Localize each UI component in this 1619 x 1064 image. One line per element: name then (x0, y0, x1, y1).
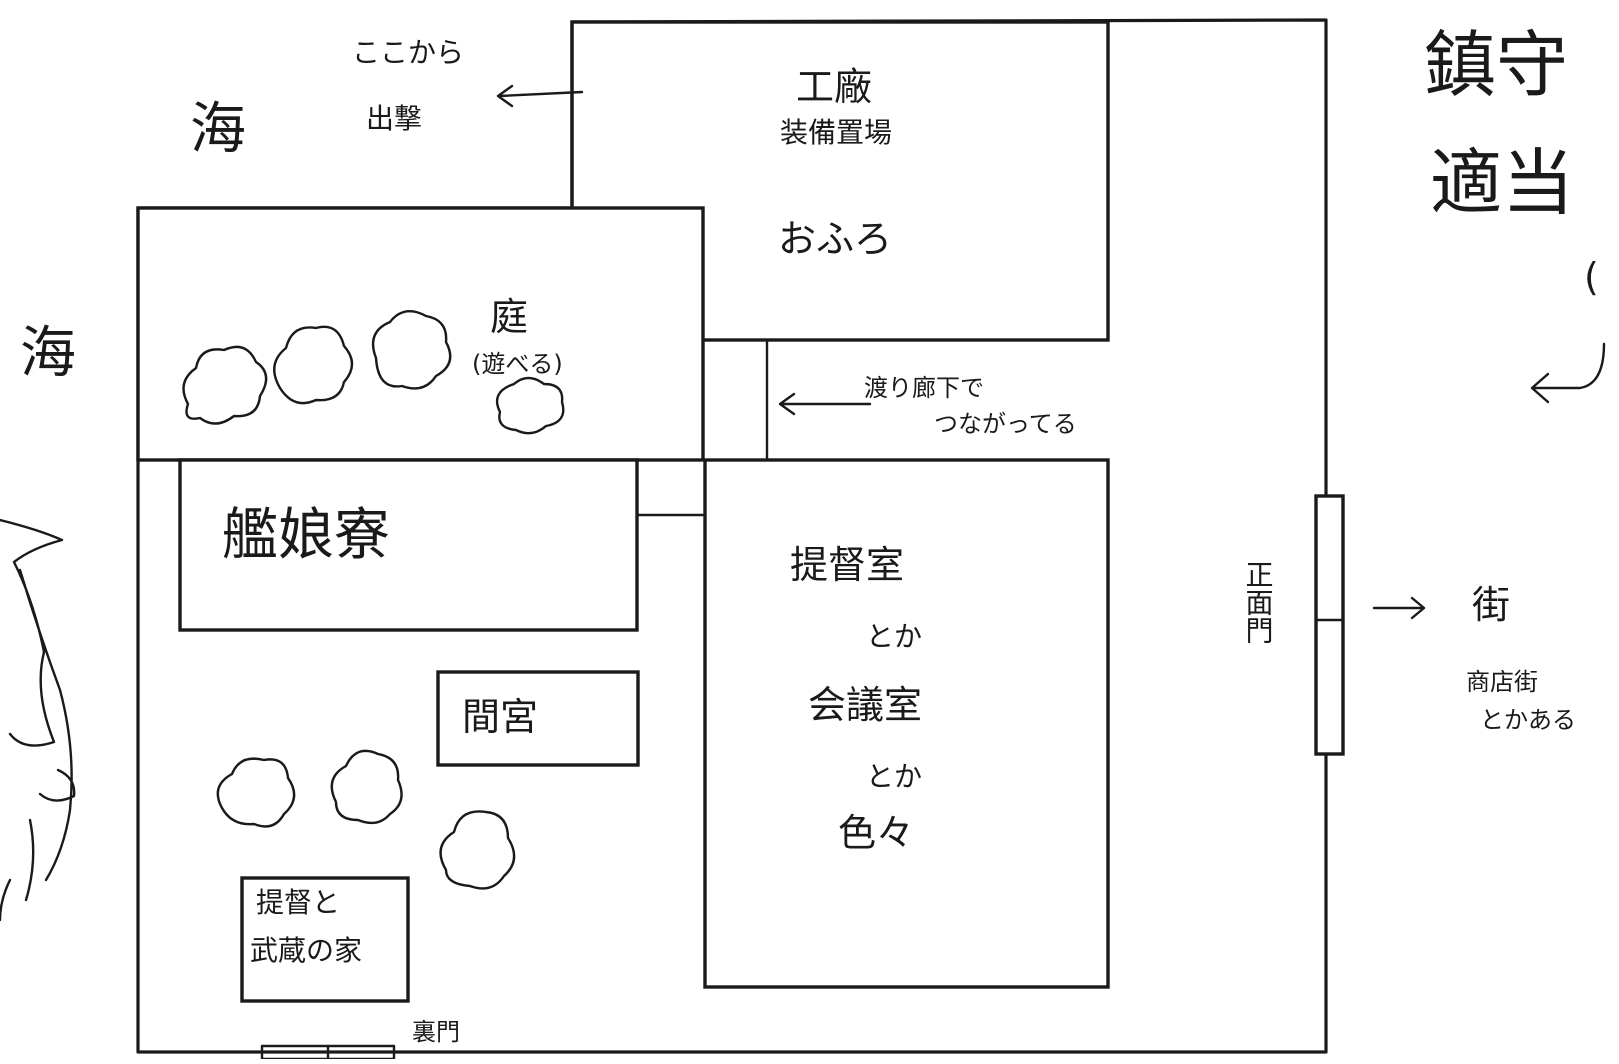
factory-label-2: 装備置場 (780, 116, 892, 149)
garden-label-2: (遊べる) (472, 350, 563, 378)
dorm-label: 艦娘寮 (222, 503, 390, 568)
dorm-building (178, 458, 639, 632)
corridor (701, 338, 769, 462)
back-gate-label: 裏門 (412, 1018, 460, 1046)
sea-label-top: 海 (190, 97, 246, 162)
title-return-arrow (1530, 342, 1606, 404)
main-gate-label: 正面門 (1242, 560, 1275, 644)
sortie-label-1: ここから (352, 36, 464, 69)
title-paren: ( (1584, 255, 1599, 299)
town-arrow (1372, 596, 1426, 620)
main-gate (1314, 494, 1345, 756)
bath-label: おふろ (778, 217, 892, 261)
corridor-label-1: 渡り廊下で (864, 374, 984, 402)
sortie-label-2: 出撃 (366, 102, 422, 135)
house-label-2: 武蔵の家 (250, 934, 362, 967)
office-building (703, 458, 1110, 989)
tree-icon (330, 749, 403, 825)
mamiya-building (436, 670, 640, 767)
tree-icon (439, 810, 516, 890)
office-label-5: 色々 (838, 811, 914, 855)
town-label-3: とかある (1480, 706, 1576, 734)
town-label-2: 商店街 (1466, 668, 1538, 696)
admiral-house (240, 876, 410, 1003)
title-label-1: 鎮守 (1424, 23, 1568, 107)
office-label-3: 会議室 (808, 683, 922, 727)
sea-label-left: 海 (20, 321, 76, 386)
garden-label-1: 庭 (490, 295, 528, 339)
title-label-2: 適当 (1430, 141, 1574, 225)
tree-icon (495, 376, 565, 435)
office-label-4: とか (866, 760, 922, 793)
corridor-label-2: つながってる (934, 410, 1077, 438)
house-label-1: 提督と (256, 886, 340, 919)
corridor-arrow (778, 392, 872, 416)
tree-icon (273, 325, 354, 405)
character-sketch (0, 518, 76, 922)
tree-icon (182, 345, 268, 425)
town-label-1: 街 (1472, 583, 1510, 627)
sortie-arrow (496, 84, 584, 108)
lower-trees (216, 749, 516, 890)
office-label-2: とか (866, 620, 922, 653)
factory-label-1: 工廠 (796, 65, 872, 109)
garden-trees (182, 310, 565, 435)
tree-icon (216, 757, 296, 828)
mamiya-label: 間宮 (462, 695, 538, 739)
dorm-connector (635, 458, 707, 517)
office-label-1: 提督室 (790, 543, 904, 587)
tree-icon (371, 310, 452, 390)
